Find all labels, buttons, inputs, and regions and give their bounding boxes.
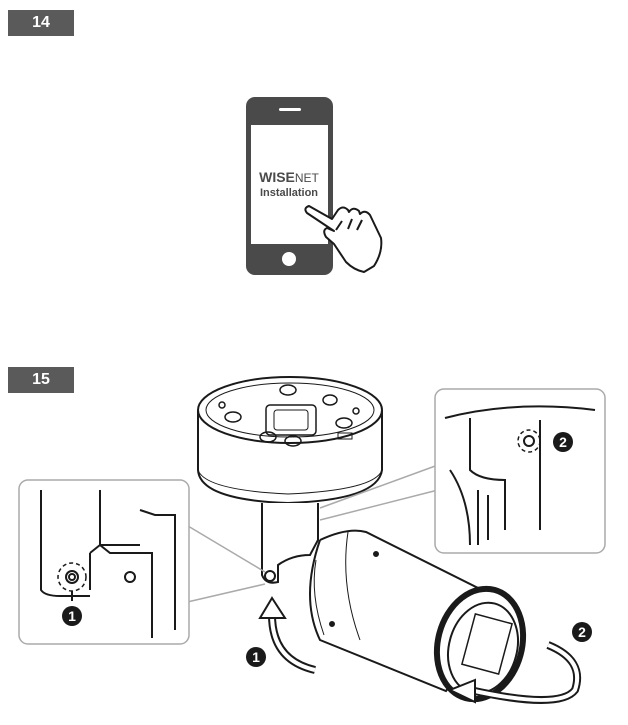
svg-text:2: 2 (578, 624, 586, 640)
svg-text:1: 1 (68, 608, 76, 624)
rotate-arrow-1-icon: 1 (246, 596, 317, 674)
step-14-badge: 14 (8, 10, 74, 36)
installation-label: Installation (260, 187, 318, 199)
svg-text:2: 2 (559, 434, 567, 450)
svg-text:1: 1 (252, 649, 260, 665)
camera-arm (261, 503, 319, 584)
pointing-hand-icon (304, 205, 383, 273)
wisenet-logo: WISENET (259, 169, 319, 185)
zoom-inset-left: 1 (18, 479, 266, 645)
callout-1-left (62, 606, 82, 626)
smartphone-illustration: WISENET Installation (246, 97, 333, 275)
camera-mount-base (197, 376, 383, 505)
camera-body (309, 529, 527, 703)
step-15-badge: 15 (8, 367, 74, 393)
zoom-inset-right: 2 (319, 388, 606, 554)
rotate-arrow-2-icon: 2 (447, 622, 592, 704)
callout-2-right (553, 432, 573, 452)
